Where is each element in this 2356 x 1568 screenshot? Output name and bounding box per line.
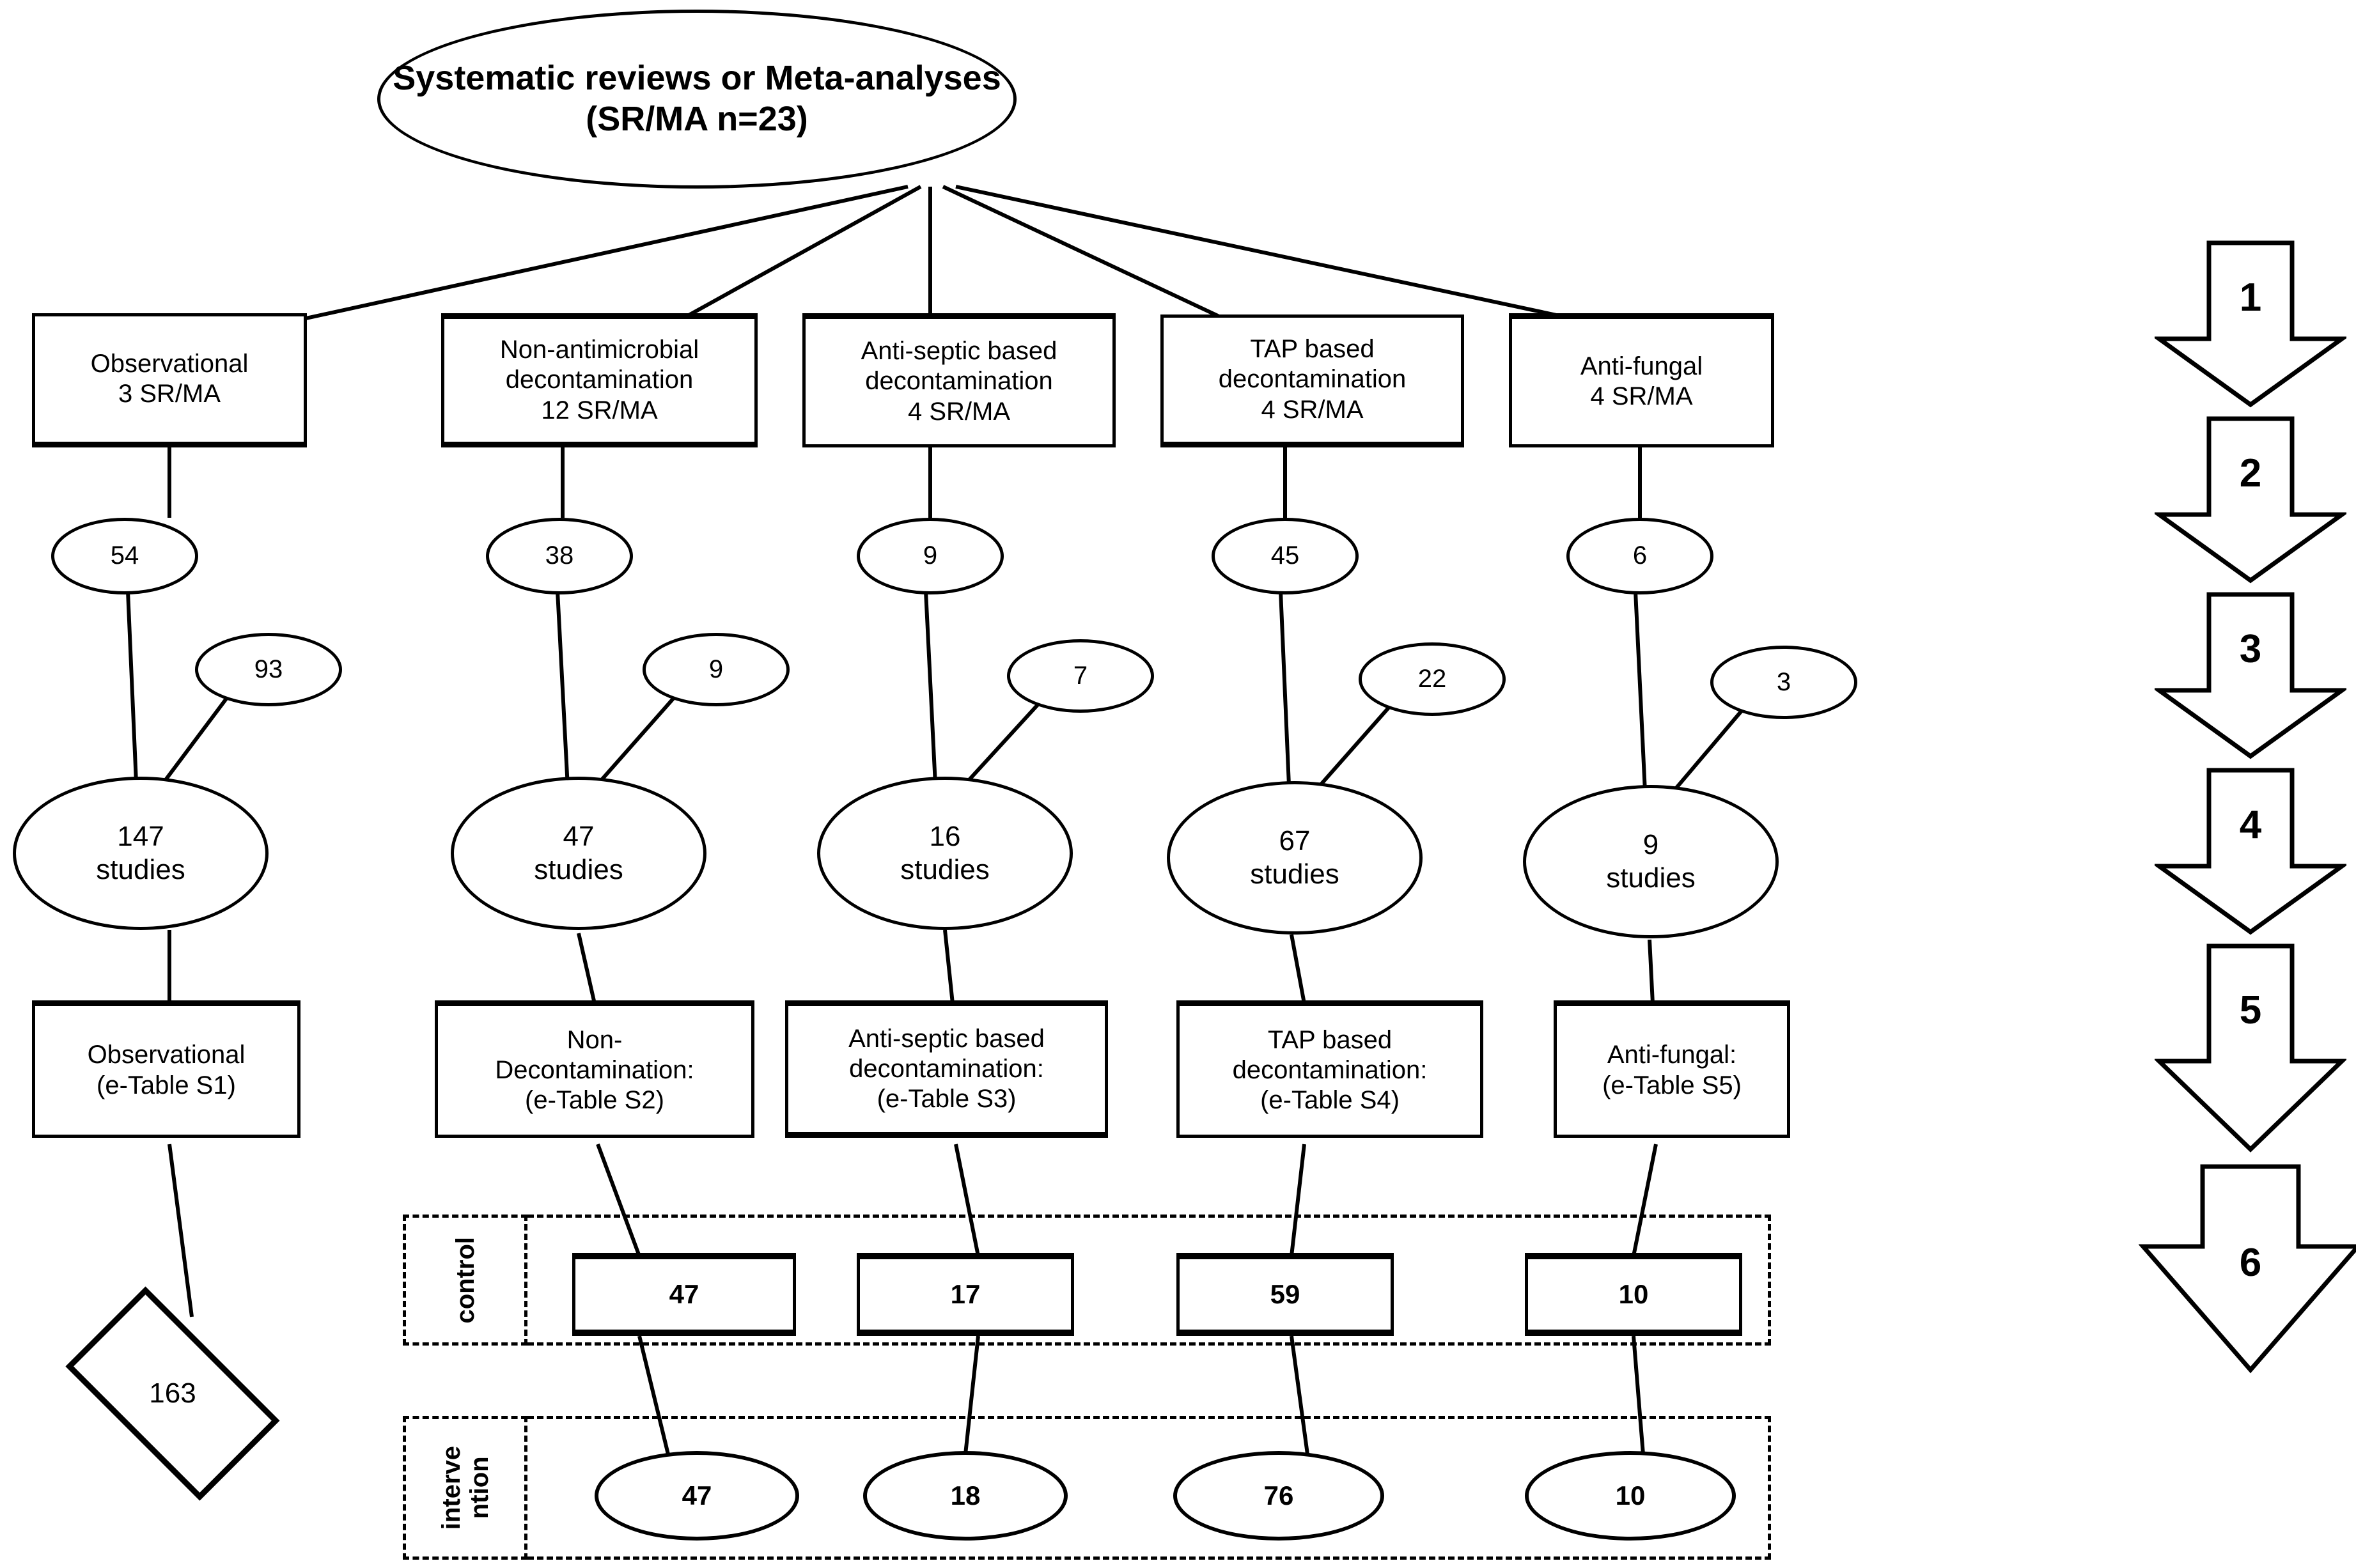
- control-count-anti-fungal: 10: [1525, 1253, 1742, 1336]
- count-ellipse-observational-added: 93: [195, 633, 342, 706]
- etable-box-anti-fungal: Anti-fungal: (e-Table S5): [1554, 1000, 1790, 1138]
- studies-ellipse-anti-fungal: 9 studies: [1523, 785, 1779, 938]
- step-arrow-1-label: 1: [2239, 276, 2262, 320]
- count-ellipse-non-antimicrobial-added: 9: [643, 633, 790, 706]
- intervention-count-anti-fungal: 10: [1525, 1451, 1736, 1541]
- intervention-count-non-antimicrobial: 47: [595, 1451, 799, 1541]
- etable-box-observational: Observational (e-Table S1): [32, 1000, 300, 1138]
- step-arrow-2: 2: [2155, 415, 2346, 585]
- count-ellipse-observational-primary: 54: [51, 518, 198, 594]
- top-box-anti-septic: Anti-septic based decontamination 4 SR/M…: [802, 313, 1116, 447]
- control-band-label: control: [451, 1236, 480, 1324]
- intervention-count-anti-septic: 18: [863, 1451, 1068, 1541]
- studies-ellipse-tap: 67 studies: [1167, 781, 1423, 935]
- count-ellipse-anti-fungal-primary: 6: [1566, 518, 1713, 594]
- count-ellipse-anti-septic-primary: 9: [857, 518, 1004, 594]
- studies-ellipse-non-antimicrobial: 47 studies: [451, 777, 706, 930]
- step-arrow-2-label: 2: [2239, 451, 2262, 495]
- step-arrow-1: 1: [2155, 240, 2346, 409]
- control-count-tap: 59: [1176, 1253, 1394, 1336]
- total-diamond: 163: [38, 1286, 307, 1501]
- top-box-non-antimicrobial: Non-antimicrobial decontamination 12 SR/…: [441, 313, 758, 447]
- step-arrow-5: 5: [2155, 943, 2346, 1154]
- count-ellipse-anti-septic-added: 7: [1007, 639, 1154, 713]
- count-ellipse-non-antimicrobial-primary: 38: [486, 518, 633, 594]
- root-title-line1: Systematic reviews or Meta-analyses: [393, 59, 1001, 98]
- diamond-label: 163: [149, 1378, 196, 1409]
- studies-ellipse-anti-septic: 16 studies: [817, 777, 1073, 930]
- root-title-line2: (SR/MA n=23): [586, 100, 808, 138]
- root-ellipse: Systematic reviews or Meta-analyses (SR/…: [377, 10, 1017, 189]
- top-box-anti-fungal: Anti-fungal 4 SR/MA: [1509, 313, 1774, 447]
- intervention-band-label: interve ntion: [437, 1445, 494, 1530]
- control-count-anti-septic: 17: [857, 1253, 1074, 1336]
- control-count-non-antimicrobial: 47: [572, 1253, 796, 1336]
- studies-ellipse-observational: 147 studies: [13, 777, 269, 930]
- etable-box-non-antimicrobial: Non- Decontamination: (e-Table S2): [435, 1000, 754, 1138]
- count-ellipse-tap-added: 22: [1359, 642, 1506, 716]
- top-box-tap: TAP based decontamination 4 SR/MA: [1160, 314, 1464, 447]
- step-arrow-6: 6: [2139, 1163, 2356, 1374]
- top-box-observational: Observational 3 SR/MA: [32, 313, 307, 447]
- step-arrow-3-label: 3: [2239, 627, 2262, 671]
- step-arrow-5-label: 5: [2239, 988, 2262, 1032]
- intervention-band-label-box: interve ntion: [403, 1416, 527, 1560]
- step-arrow-4: 4: [2155, 767, 2346, 936]
- intervention-count-tap: 76: [1173, 1451, 1384, 1541]
- control-band-label-box: control: [403, 1215, 527, 1346]
- count-ellipse-tap-primary: 45: [1212, 518, 1359, 594]
- etable-box-anti-septic: Anti-septic based decontamination: (e-Ta…: [785, 1000, 1108, 1138]
- step-arrow-6-label: 6: [2239, 1241, 2262, 1285]
- step-arrow-3: 3: [2155, 591, 2346, 761]
- etable-box-tap: TAP based decontamination: (e-Table S4): [1176, 1000, 1483, 1138]
- count-ellipse-anti-fungal-added: 3: [1710, 646, 1857, 719]
- step-arrow-4-label: 4: [2239, 803, 2262, 847]
